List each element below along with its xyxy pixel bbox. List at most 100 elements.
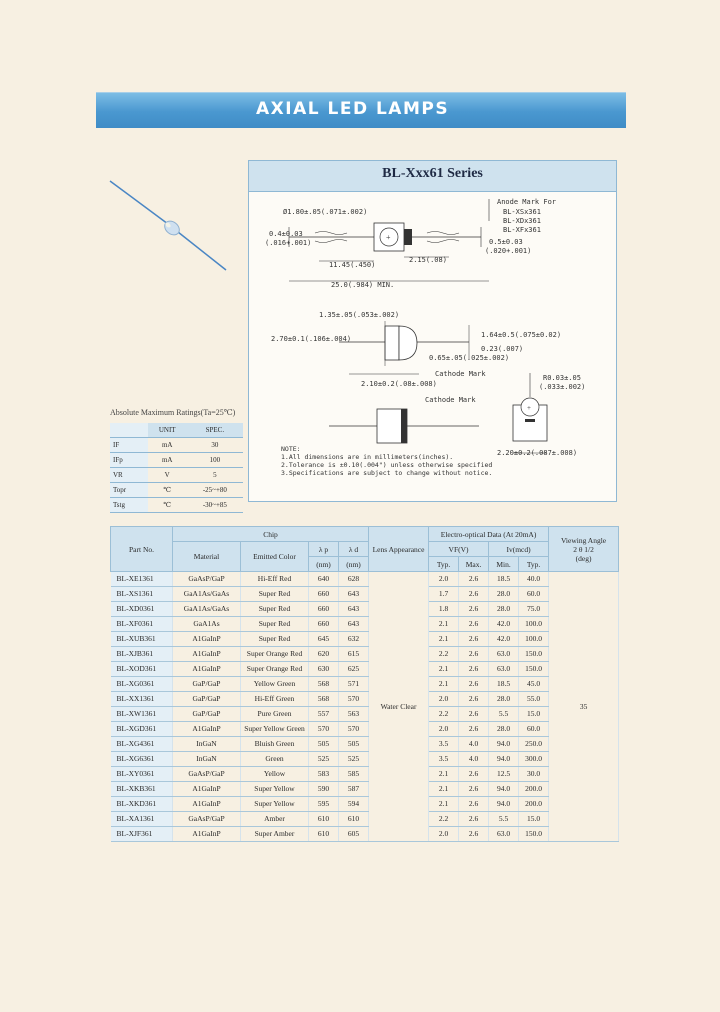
col-iv: Iv(mcd) bbox=[488, 541, 550, 557]
vf-max-cell: 2.6 bbox=[458, 571, 490, 587]
vf-max-cell: 2.6 bbox=[458, 796, 490, 812]
lambda-d-cell: 643 bbox=[338, 601, 370, 617]
material-cell: InGaN bbox=[172, 736, 241, 752]
dim-radius-b: (.033±.002) bbox=[539, 383, 586, 391]
page-title: AXIAL LED LAMPS bbox=[256, 99, 450, 119]
viewing-angle-line-3: (deg) bbox=[575, 553, 592, 563]
vf-typ-cell: 3.5 bbox=[428, 751, 460, 767]
emitted-color-cell: Bluish Green bbox=[240, 736, 309, 752]
lambda-p-cell: 620 bbox=[308, 646, 339, 662]
iv-typ-cell: 60.0 bbox=[518, 721, 550, 737]
lambda-d-cell: 625 bbox=[338, 661, 370, 677]
title-banner: AXIAL LED LAMPS bbox=[96, 92, 626, 128]
dim-lead-lower-b: (.020+.001) bbox=[485, 247, 532, 255]
material-cell: GaAsP/GaP bbox=[172, 571, 241, 587]
dim-side-2: 2.70±0.1(.106±.004) bbox=[271, 335, 352, 343]
dim-min-length: 25.0(.984) MIN. bbox=[331, 281, 395, 289]
lambda-p-cell: 610 bbox=[308, 811, 339, 827]
emitted-color-cell: Yellow bbox=[240, 766, 309, 782]
material-cell: A1GaInP bbox=[172, 631, 241, 647]
vf-max-cell: 2.6 bbox=[458, 661, 490, 677]
emitted-color-cell: Pure Green bbox=[240, 706, 309, 722]
part-number-cell: BL-XE1361 bbox=[110, 571, 173, 587]
iv-typ-cell: 300.0 bbox=[518, 751, 550, 767]
lambda-d-cell: 610 bbox=[338, 811, 370, 827]
part-number-cell: BL-XJF361 bbox=[110, 826, 173, 842]
col-lambda-p: λ p bbox=[308, 541, 339, 557]
part-number-cell: BL-XD0361 bbox=[110, 601, 173, 617]
col-vf-max: Max. bbox=[458, 556, 490, 572]
vf-max-cell: 2.6 bbox=[458, 676, 490, 692]
vf-max-cell: 2.6 bbox=[458, 586, 490, 602]
abs-max-header-row: UNIT SPEC. bbox=[110, 423, 243, 438]
note-2: 2.Tolerance is ±0.10(.004") unless other… bbox=[281, 461, 493, 469]
iv-min-cell: 42.0 bbox=[488, 631, 520, 647]
iv-typ-cell: 75.0 bbox=[518, 601, 550, 617]
viewing-angle-line-1: Viewing Angle bbox=[560, 535, 607, 545]
lambda-d-cell: 632 bbox=[338, 631, 370, 647]
col-iv-typ: Typ. bbox=[518, 556, 550, 572]
dim-lead-upper-b: (.016+.001) bbox=[265, 239, 312, 247]
col-vf-typ: Typ. bbox=[428, 556, 460, 572]
col-emitted-color: Emitted Color bbox=[240, 541, 309, 572]
vf-max-cell: 2.6 bbox=[458, 601, 490, 617]
lambda-d-cell: 594 bbox=[338, 796, 370, 812]
vf-max-cell: 2.6 bbox=[458, 721, 490, 737]
table-cell: 100 bbox=[186, 452, 243, 468]
col-nm-p: (nm) bbox=[308, 556, 339, 572]
iv-min-cell: 42.0 bbox=[488, 616, 520, 632]
part-number-cell: BL-XGD361 bbox=[110, 721, 173, 737]
spec-table: Part No. Chip Lens Appearance Electro-op… bbox=[110, 526, 620, 842]
iv-typ-cell: 150.0 bbox=[518, 826, 550, 842]
table-cell: VR bbox=[110, 467, 148, 483]
vf-typ-cell: 2.2 bbox=[428, 646, 460, 662]
col-part-no: Part No. bbox=[110, 526, 173, 572]
anode-mark-label: Anode Mark For bbox=[497, 198, 557, 206]
dim-lead-upper-a: 0.4±0.03 bbox=[269, 230, 303, 238]
note-1: 1.All dimensions are in millimeters(inch… bbox=[281, 453, 454, 461]
svg-text:+: + bbox=[527, 404, 531, 412]
lambda-p-cell: 505 bbox=[308, 736, 339, 752]
lambda-p-cell: 610 bbox=[308, 826, 339, 842]
material-cell: GaA1As/GaAs bbox=[172, 601, 241, 617]
lambda-p-cell: 525 bbox=[308, 751, 339, 767]
emitted-color-cell: Super Yellow bbox=[240, 781, 309, 797]
col-vf: VF(V) bbox=[428, 541, 490, 557]
anode-part-2: BL-XDx361 bbox=[503, 217, 541, 225]
material-cell: GaA1As bbox=[172, 616, 241, 632]
series-title: BL-Xxx61 Series bbox=[382, 166, 483, 181]
lambda-d-cell: 563 bbox=[338, 706, 370, 722]
material-cell: A1GaInP bbox=[172, 826, 241, 842]
col-nm-d: (nm) bbox=[337, 556, 370, 572]
col-iv-min: Min. bbox=[488, 556, 520, 572]
lambda-d-cell: 570 bbox=[338, 691, 370, 707]
table-row: Tstg℃-30~+85 bbox=[110, 497, 243, 513]
material-cell: GaP/GaP bbox=[172, 706, 241, 722]
material-cell: A1GaInP bbox=[172, 721, 241, 737]
table-cell: ℃ bbox=[147, 482, 187, 498]
material-cell: A1GaInP bbox=[172, 646, 241, 662]
vf-max-cell: 2.6 bbox=[458, 826, 490, 842]
dim-lead-lower-a: 0.5±0.03 bbox=[489, 238, 523, 246]
table-cell: ℃ bbox=[147, 497, 187, 513]
viewing-angle-line-2: 2 θ 1/2 bbox=[573, 544, 594, 554]
col-chip: Chip bbox=[171, 526, 370, 542]
table-row: Topr℃-25~+80 bbox=[110, 482, 243, 498]
dim-side-3: 1.64±0.5(.075±0.02) bbox=[481, 331, 562, 339]
vf-typ-cell: 2.1 bbox=[428, 781, 460, 797]
table-cell: IF bbox=[110, 437, 148, 453]
abs-max-header: SPEC. bbox=[186, 423, 243, 438]
vf-typ-cell: 2.0 bbox=[428, 721, 460, 737]
iv-min-cell: 94.0 bbox=[488, 781, 520, 797]
table-cell: Tstg bbox=[110, 497, 148, 513]
abs-max-header bbox=[110, 423, 148, 438]
material-cell: InGaN bbox=[172, 751, 241, 767]
